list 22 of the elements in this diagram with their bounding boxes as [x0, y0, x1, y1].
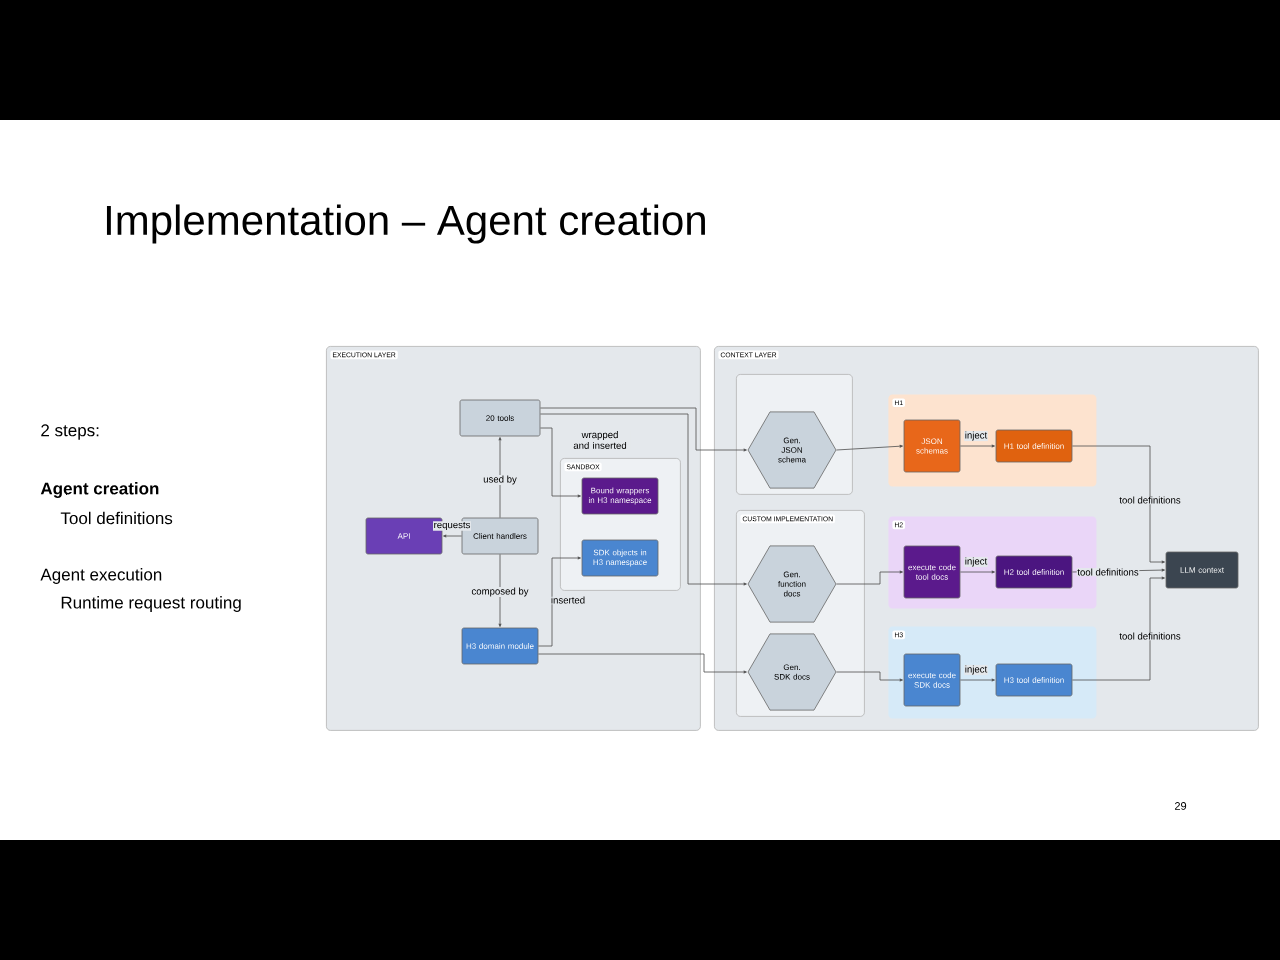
arrow [538, 556, 581, 647]
bullet-text: Runtime request routing [61, 596, 241, 612]
arrow [836, 570, 903, 585]
arrow [960, 444, 995, 448]
arrow [836, 671, 903, 682]
bullet-text: Tool definitions [60, 511, 173, 525]
bullet-text: 2 steps: [41, 424, 99, 440]
arrow [498, 554, 502, 627]
arrow [540, 427, 581, 498]
arrow [443, 534, 462, 538]
arrow [538, 653, 747, 674]
arrow [1072, 576, 1165, 681]
arrow [960, 678, 995, 682]
arrow [960, 570, 995, 574]
arrow [836, 444, 903, 451]
arrow [1072, 445, 1165, 564]
arrow [498, 437, 502, 518]
bullet-text: Agent execution [40, 568, 162, 584]
slide-title: Implementation – Agent creation [106, 204, 705, 244]
arrow [540, 413, 747, 586]
bullet-text: Agent creation [40, 482, 159, 498]
arrow [540, 407, 747, 452]
